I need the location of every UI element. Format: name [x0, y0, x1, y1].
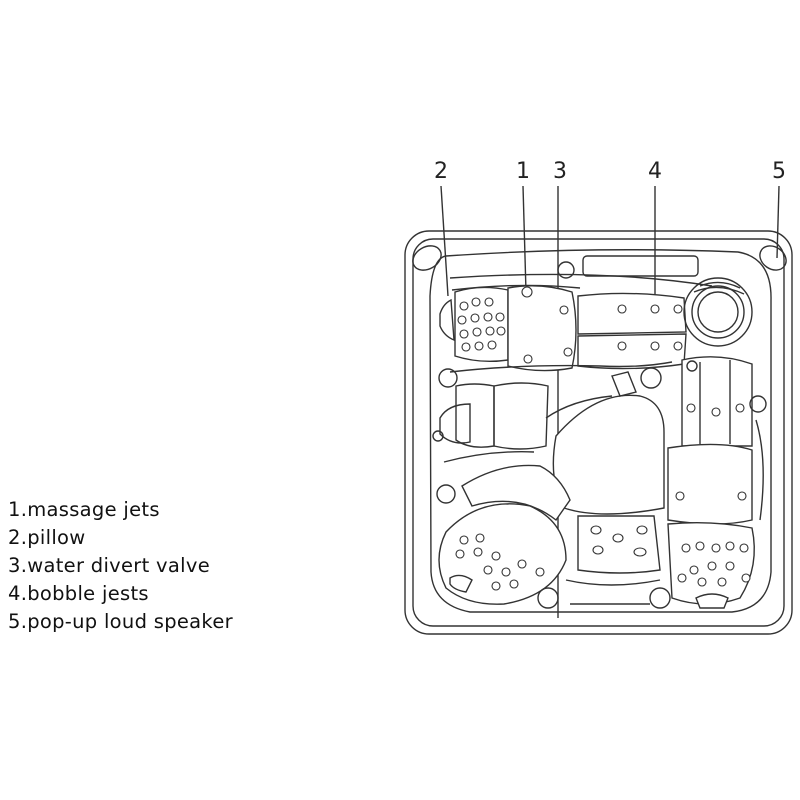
leg-rest-upper: [577, 292, 687, 335]
loud-speaker: [759, 245, 787, 271]
massage-jets: [521, 286, 573, 364]
center-seat: [545, 367, 665, 515]
left-speaker-pod: [412, 245, 442, 271]
left-seat: [432, 368, 549, 504]
lower-right-pillow: [695, 593, 729, 609]
lower-lounger: [438, 464, 571, 609]
callout-1: 1: [516, 159, 530, 184]
legend-item-loud-speaker: 5.pop-up loud speaker: [8, 610, 233, 633]
lounger-seat: [439, 273, 713, 373]
tub-outline: [404, 230, 793, 635]
bobble-jets: [617, 304, 683, 351]
legend-item-water-divert-valve: 3.water divert valve: [8, 554, 210, 577]
headrest-jets: [457, 297, 506, 352]
center-seat-body: [552, 394, 665, 515]
legend-item-pillow: 2.pillow: [8, 526, 86, 549]
tub-basin: [429, 249, 772, 613]
legend: 1.massage jets 2.pillow 3.water divert v…: [8, 496, 233, 636]
callout-5: 5: [772, 159, 786, 184]
leg-rest-lower: [577, 333, 687, 370]
callout-2: 2: [434, 159, 448, 184]
tub-rim: [412, 238, 785, 627]
pillow: [439, 298, 455, 342]
right-seat-back: [681, 356, 753, 447]
footwell: [565, 515, 661, 605]
lower-right-seat: [649, 521, 755, 609]
callout-3: 3: [553, 159, 567, 184]
left-pillow: [439, 403, 471, 444]
legend-item-massage-jets: 1.massage jets: [8, 498, 160, 521]
top-small-jet: [557, 261, 575, 279]
lower-lounger-upper: [461, 464, 571, 522]
right-seat-base: [667, 443, 753, 525]
left-seat-back: [493, 382, 549, 450]
leader-line-5: [776, 185, 780, 259]
lower-pillow: [449, 574, 473, 593]
legend-item-bobble-jets: 4.bobble jests: [8, 582, 149, 605]
footwell-floor: [577, 515, 661, 574]
top-control-panel: [582, 255, 699, 277]
tub-outer-shell: [404, 230, 793, 635]
leader-line-2: [440, 185, 449, 297]
right-seat: [667, 356, 767, 525]
filter-canister: [683, 277, 753, 347]
callout-4: 4: [648, 159, 662, 184]
massage-jets-panel: [507, 285, 577, 372]
